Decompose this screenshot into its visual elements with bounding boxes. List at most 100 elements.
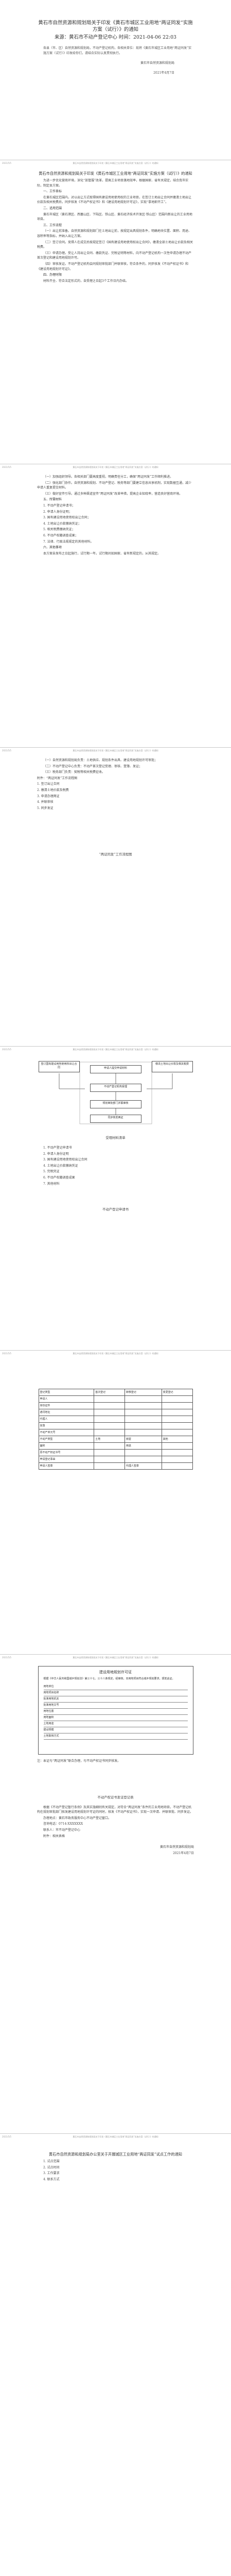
paragraph: （一）自然资源和规划局负责：土地供应、规划条件出具、建设用地规划许可审批； (43, 759, 158, 762)
form-cell (124, 1402, 162, 1409)
header-date: 2021/5/5 (2, 2135, 11, 2138)
list-item: 2. 缴清土地价款及税费 (37, 788, 69, 792)
form-cell (161, 1402, 193, 1409)
form-row: 不动产单元号 (38, 1429, 193, 1436)
list-item: 5. 同步发证 (37, 806, 54, 810)
list-item: 2. 申请人身份证明； (43, 510, 72, 514)
application-form-table: 登记类型首次登记转移登记变更登记申请人身份证件通讯地址代理人坐落不动产单元号不动… (38, 1389, 193, 1470)
form-cell (94, 1422, 125, 1429)
page-header: 2021/5/5 黄石市自然资源和规划局关于印发《黄石市城区工业用地“两证同发”… (0, 464, 231, 472)
page-7-content: 黄石市自然资源和规划局办公室关于开展城区工业用地“两证同发”试点工作的通知 1.… (37, 2151, 194, 2182)
form-cell (124, 1456, 162, 1463)
form-cell (161, 1395, 193, 1403)
license-field: 土地取得方式 (43, 1733, 188, 1740)
paragraph: 黄石市城区（黄石港区、西塞山区、下陆区、铁山区、黄石经济技术开发区·铁山区）范围… (37, 212, 192, 222)
form-cell: 通讯地址 (38, 1409, 95, 1416)
paragraph: 咨询电话：0714-XXXXXXX (43, 1822, 83, 1826)
section-heading: 一、工作目标 (43, 190, 62, 194)
paragraph: （二）签订合同。竞得人在成交后按规定签订《国有建设用地使用权出让合同》，缴清全部… (37, 240, 193, 249)
header-date: 2021/5/5 (2, 162, 11, 164)
form-cell (161, 1422, 193, 1429)
paragraph: 本方案自发布之日起施行，试行期一年。试行期间如国家、省有新规定的，从其规定。 (43, 551, 161, 555)
form-cell (94, 1395, 125, 1403)
form-row: 申请登记事由 (38, 1456, 193, 1463)
list-item: 3. 国有建设用地使用权出让合同 (43, 1158, 87, 1162)
header-title: 黄石市自然资源和规划局关于印发《黄石市城区工业用地“两证同发”实施方案（试行）》… (73, 1656, 158, 1659)
paragraph: （三）税务部门负责：契税等相关税费征收。 (43, 770, 105, 775)
form-row: 登记类型首次登记转移登记变更登记 (38, 1389, 193, 1396)
license-field: 土地用途 (43, 1721, 188, 1727)
section-heading: 二、适用范围 (43, 206, 62, 210)
form-cell (124, 1449, 162, 1456)
section-heading: 三、工作流程 (43, 223, 62, 227)
list-item: 3. 申请办理两证 (37, 794, 60, 798)
form-cell (94, 1429, 125, 1436)
cover-section: 黄石市自然资源和规划局关于印发《黄石市城区工业用地“两证同发”实施方案（试行）》… (0, 0, 231, 149)
page-2-content: （一）加强组织领导。各相关部门要高度重视，明确责任分工，确保“两证同发”工作顺利… (37, 475, 194, 556)
form-cell: 首次登记 (94, 1389, 125, 1396)
paragraph: 附件：相关表格 (43, 1834, 65, 1838)
page-header: 2021/5/5 黄石市自然资源和规划局关于印发《黄石市城区工业用地“两证同发”… (0, 1350, 231, 1358)
form-cell (161, 1449, 193, 1456)
form-cell: 变更登记 (161, 1389, 193, 1396)
sign-org: 黄石市自然资源和规划局 (159, 1845, 194, 1849)
license-field: 批准用地文号 (43, 1703, 188, 1709)
license-intro: 根据《中华人民共和国城乡规划法》第三十七、三十八条规定，经审核，本用地项目符合城… (43, 1677, 175, 1680)
paragraph: 办理地点：黄石市政务服务中心不动产登记窗口。 (43, 1816, 112, 1820)
form-cell: 申请人 (38, 1395, 95, 1403)
form-cell: 代理人 (38, 1416, 95, 1423)
page-3: 2021/5/5 黄石市自然资源和规划局关于印发《黄石市城区工业用地“两证同发”… (0, 747, 231, 1036)
form-cell (94, 1409, 125, 1416)
form-row: 代理人 (38, 1416, 193, 1423)
paragraph: 联系人：市不动产登记中心 (43, 1828, 81, 1832)
form-cell (161, 1429, 193, 1436)
section-heading: 五、所需材料 (43, 498, 62, 502)
page-1-content: 黄石市自然资源和规划局关于印发《黄石市城区工业用地“两证同发”实施方案（试行）》… (37, 171, 194, 283)
form-cell: 申请人签章 (38, 1462, 95, 1470)
form-cell (124, 1416, 162, 1423)
form-cell: 登记类型 (38, 1389, 95, 1396)
license-note: 注：本证与“两证同发”联合办理，与不动产权证书同步核发。 (37, 1759, 121, 1763)
paragraph: （三）申请办理。受让人持出让合同、缴款凭证、完税证明等材料，向不动产登记机构一次… (37, 251, 192, 260)
form-row: 不动产类型土地房屋其他 (38, 1436, 193, 1443)
form-cell (124, 1409, 162, 1416)
form-cell: 身份证件 (38, 1402, 95, 1409)
page-header: 2021/5/5 黄石市自然资源和规划局关于印发《黄石市城区工业用地“两证同发”… (0, 1654, 231, 1662)
form-cell: 申请登记事由 (38, 1456, 95, 1463)
flow-box-contract: 签订国有建设用地使用权出让合同 (38, 1061, 80, 1072)
license-field: 用地单位 (43, 1684, 188, 1690)
form-cell (161, 1462, 193, 1470)
page-3-content: （一）自然资源和规划局负责：土地供应、规划条件出具、建设用地规划许可审批； （二… (37, 758, 194, 857)
form-cell (94, 1456, 125, 1463)
list-item: 5. 完税凭证 (43, 1170, 60, 1174)
paragraph: 为进一步优化营商环境，深化“放管服”改革，提高工业项目落地效率，根据国家、省有关… (37, 179, 189, 188)
list-item: 4. 并联审核 (37, 800, 54, 804)
list-item: 7. 其他材料 (43, 1182, 60, 1186)
form-cell (94, 1449, 125, 1456)
cover-sign-org: 黄石市自然资源和规划局 (140, 61, 174, 65)
form-row: 申请人签章代理人签章 (38, 1462, 193, 1470)
page-header: 2021/5/5 黄石市自然资源和规划局关于印发《黄石市城区工业用地“两证同发”… (0, 2133, 231, 2141)
form-cell: 转移登记 (124, 1389, 162, 1396)
paragraph: （二）强化部门协作。自然资源和规划、不动产登记、税务等部门要建立信息共享机制，实… (37, 481, 192, 490)
list-item: 2. 试点时间 (43, 2165, 60, 2169)
form-cell (94, 1416, 125, 1423)
list-item: 7. 法律、行政法规规定的其他材料。 (43, 540, 94, 544)
header-title: 黄石市自然资源和规划局关于印发《黄石市城区工业用地“两证同发”实施方案（试行）》… (73, 749, 158, 752)
header-date: 2021/5/5 (2, 1656, 11, 1659)
page-header: 2021/5/5 黄石市自然资源和规划局关于印发《黄石市城区工业用地“两证同发”… (0, 160, 231, 167)
flowchart-title: “两证同发”工作流程图 (99, 852, 132, 857)
list-item: 1. 签订出让合同 (37, 782, 60, 786)
list-item: 4. 土地出让价款缴纳凭证 (43, 1164, 78, 1168)
license-field: 用地面积 (43, 1715, 188, 1721)
form-cell (124, 1422, 162, 1429)
header-title: 黄石市自然资源和规划局关于印发《黄石市城区工业用地“两证同发”实施方案（试行）》… (73, 1352, 158, 1355)
form-cell (124, 1429, 162, 1436)
register-title: 不动产权证书发证登记表 (97, 1795, 134, 1799)
paragraph: （一）出让前准备。自然资源和规划部门在土地出让前，按规定出具规划条件，明确地块位… (37, 229, 192, 238)
page-7-title: 黄石市自然资源和规划局办公室关于开展城区工业用地“两证同发”试点工作的通知 (49, 2152, 182, 2157)
sign-date: 2021年4月7日 (173, 1851, 194, 1855)
license-certificate: 建设用地规划许可证 根据《中华人民共和国城乡规划法》第三十七、三十八条规定，经审… (38, 1666, 193, 1755)
list-item: 3. 国有建设用地使用权出让合同； (43, 516, 91, 520)
form-cell: 土地 (94, 1436, 125, 1443)
